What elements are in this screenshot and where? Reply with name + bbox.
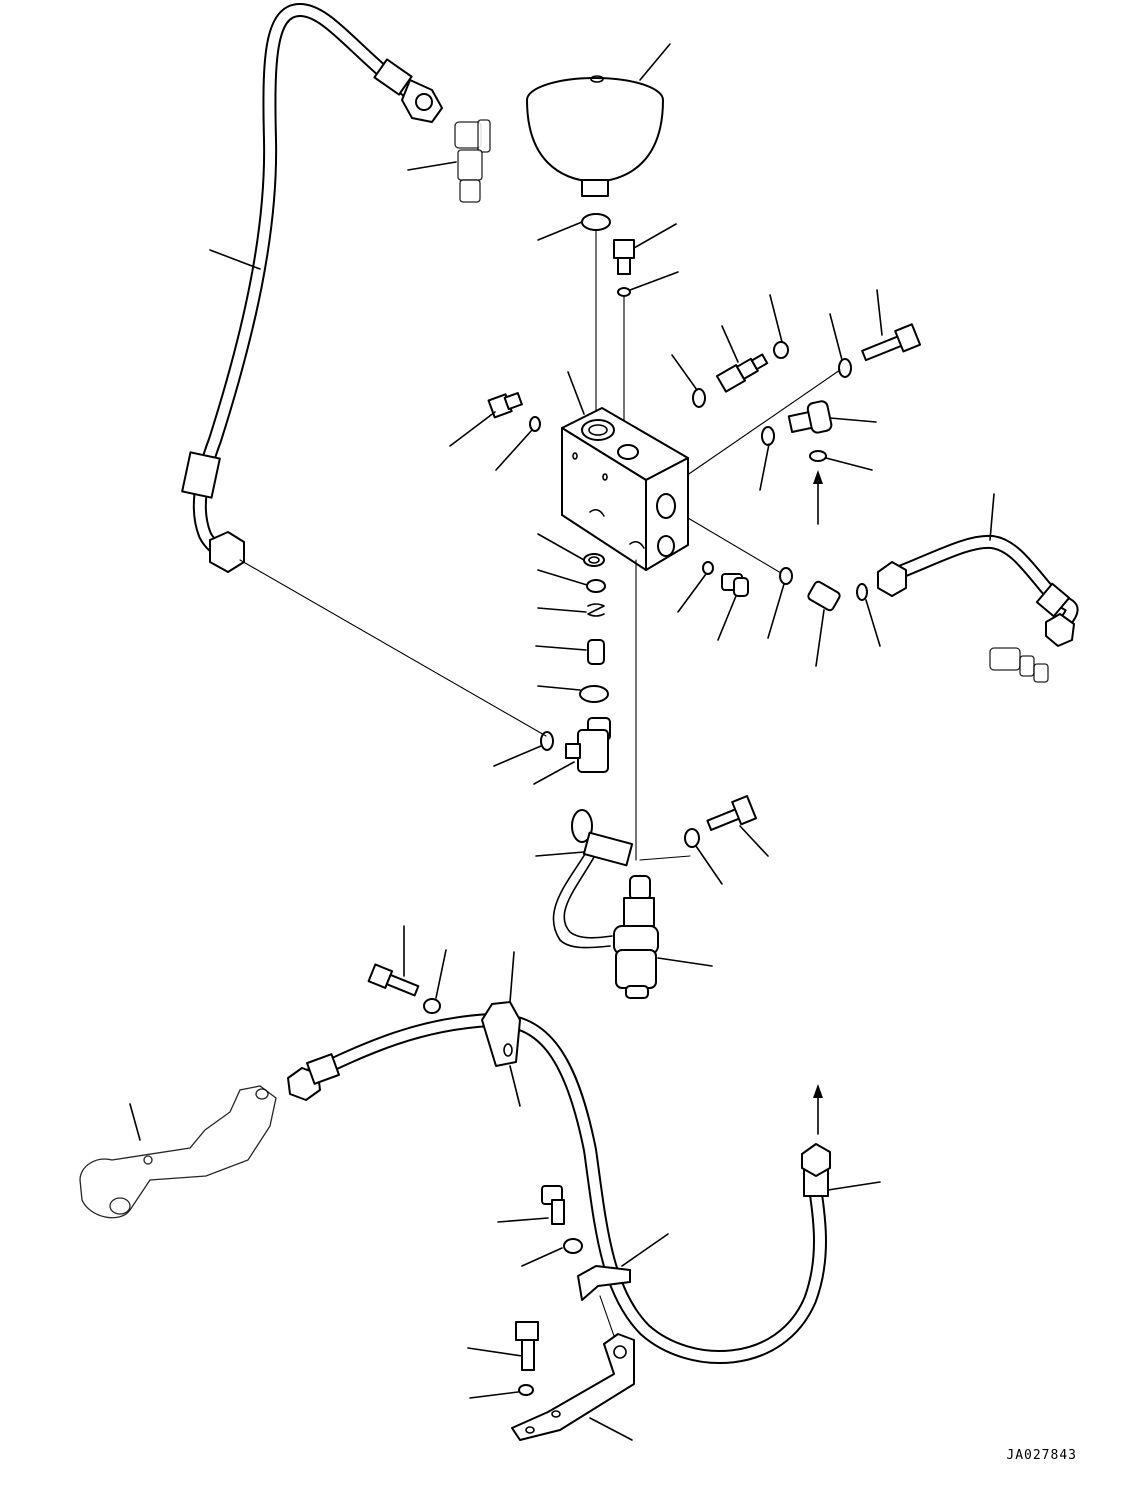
ghost-fitting-right [989, 647, 1049, 683]
small-parts-right [677, 400, 881, 667]
drawing-number: JA027843 [1006, 1448, 1077, 1463]
mounting-bracket [511, 1295, 635, 1441]
right-tube-assembly [877, 493, 1079, 683]
upper-left-hose [181, 3, 443, 573]
accumulator-sphere [526, 43, 671, 197]
pressure-switch [535, 795, 769, 999]
ghost-lever [79, 1085, 277, 1219]
lower-fasteners [367, 925, 583, 1399]
small-parts-upper [449, 213, 922, 479]
valve-block [561, 371, 787, 861]
tee-fitting [407, 119, 491, 203]
lower-sensor-fitting [239, 559, 611, 785]
lower-hose [287, 951, 881, 1365]
small-parts-stack [535, 533, 609, 703]
